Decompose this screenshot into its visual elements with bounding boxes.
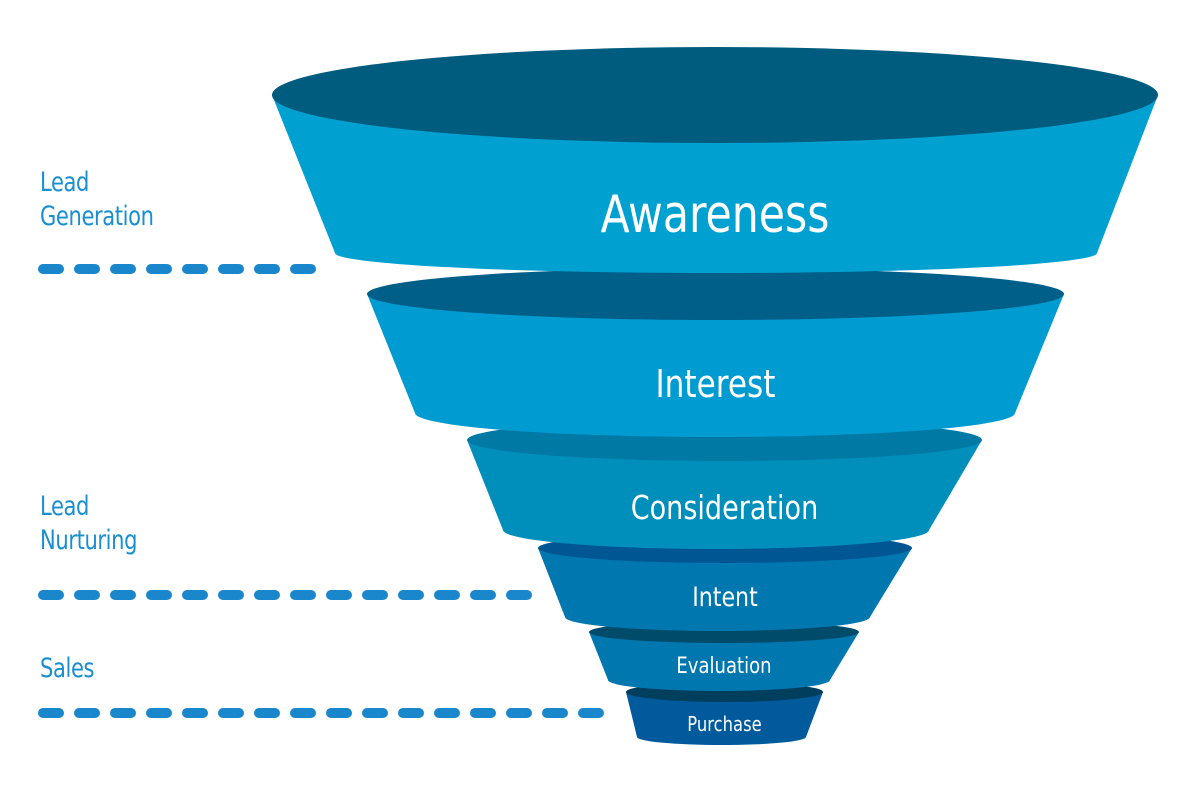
phase-label-lead-nurturing: Lead Nurturing: [40, 491, 138, 556]
divider-dash: [506, 708, 532, 718]
divider-dash: [254, 590, 280, 600]
divider-dash: [110, 708, 136, 718]
funnel-stage-label: Purchase: [687, 714, 761, 737]
divider-dash: [470, 708, 496, 718]
divider-dash: [182, 264, 208, 274]
divider-dash: [398, 590, 424, 600]
divider-dash: [290, 590, 316, 600]
funnel-stage-evaluation: Evaluation: [589, 621, 859, 691]
funnel-stage-label: Consideration: [631, 489, 818, 527]
divider-dash: [110, 590, 136, 600]
phase-divider-sales: [38, 708, 614, 718]
funnel-stage-label: Awareness: [601, 185, 830, 245]
divider-dash: [362, 590, 388, 600]
divider-dash: [470, 590, 496, 600]
divider-dash: [542, 708, 568, 718]
funnel-stage-body: [626, 692, 823, 745]
divider-dash: [74, 264, 100, 274]
funnel-stage-label: Evaluation: [676, 652, 771, 678]
funnel-stage-rim: [367, 268, 1064, 320]
divider-dash: [290, 264, 316, 274]
divider-dash: [326, 708, 352, 718]
divider-dash: [362, 708, 388, 718]
funnel-stage-label: Interest: [655, 363, 775, 407]
divider-dash: [218, 708, 244, 718]
divider-dash: [38, 708, 64, 718]
funnel-stage-label: Intent: [692, 581, 758, 613]
funnel-stage-body: [367, 294, 1064, 437]
divider-dash: [218, 264, 244, 274]
divider-dash: [146, 264, 172, 274]
divider-dash: [434, 590, 460, 600]
divider-dash: [182, 708, 208, 718]
divider-dash: [254, 264, 280, 274]
divider-dash: [290, 708, 316, 718]
divider-dash: [146, 708, 172, 718]
divider-dash: [182, 590, 208, 600]
divider-dash: [254, 708, 280, 718]
phase-label-lead-generation: Lead Generation: [40, 167, 154, 232]
phase-divider-lead-generation: [38, 264, 318, 274]
divider-dash: [146, 590, 172, 600]
divider-dash: [38, 264, 64, 274]
funnel-stage-consideration: Consideration: [467, 419, 982, 549]
divider-dash: [38, 590, 64, 600]
phase-divider-lead-nurturing: [38, 590, 534, 600]
funnel-stage-body: [467, 440, 982, 549]
funnel-stage-body: [272, 95, 1158, 273]
divider-dash: [434, 708, 460, 718]
phase-label-sales: Sales: [40, 653, 95, 684]
funnel-stage-purchase: Purchase: [626, 682, 823, 745]
divider-dash: [218, 590, 244, 600]
funnel-stage-interest: Interest: [367, 268, 1064, 437]
funnel-stage-rim: [272, 47, 1158, 143]
divider-dash: [326, 590, 352, 600]
divider-dash: [74, 708, 100, 718]
funnel-stage-body: [589, 632, 859, 691]
divider-dash: [74, 590, 100, 600]
funnel-stage-awareness: Awareness: [272, 47, 1158, 273]
divider-dash: [506, 590, 532, 600]
funnel-stage-body: [538, 548, 912, 631]
divider-dash: [110, 264, 136, 274]
divider-dash: [578, 708, 604, 718]
divider-dash: [398, 708, 424, 718]
